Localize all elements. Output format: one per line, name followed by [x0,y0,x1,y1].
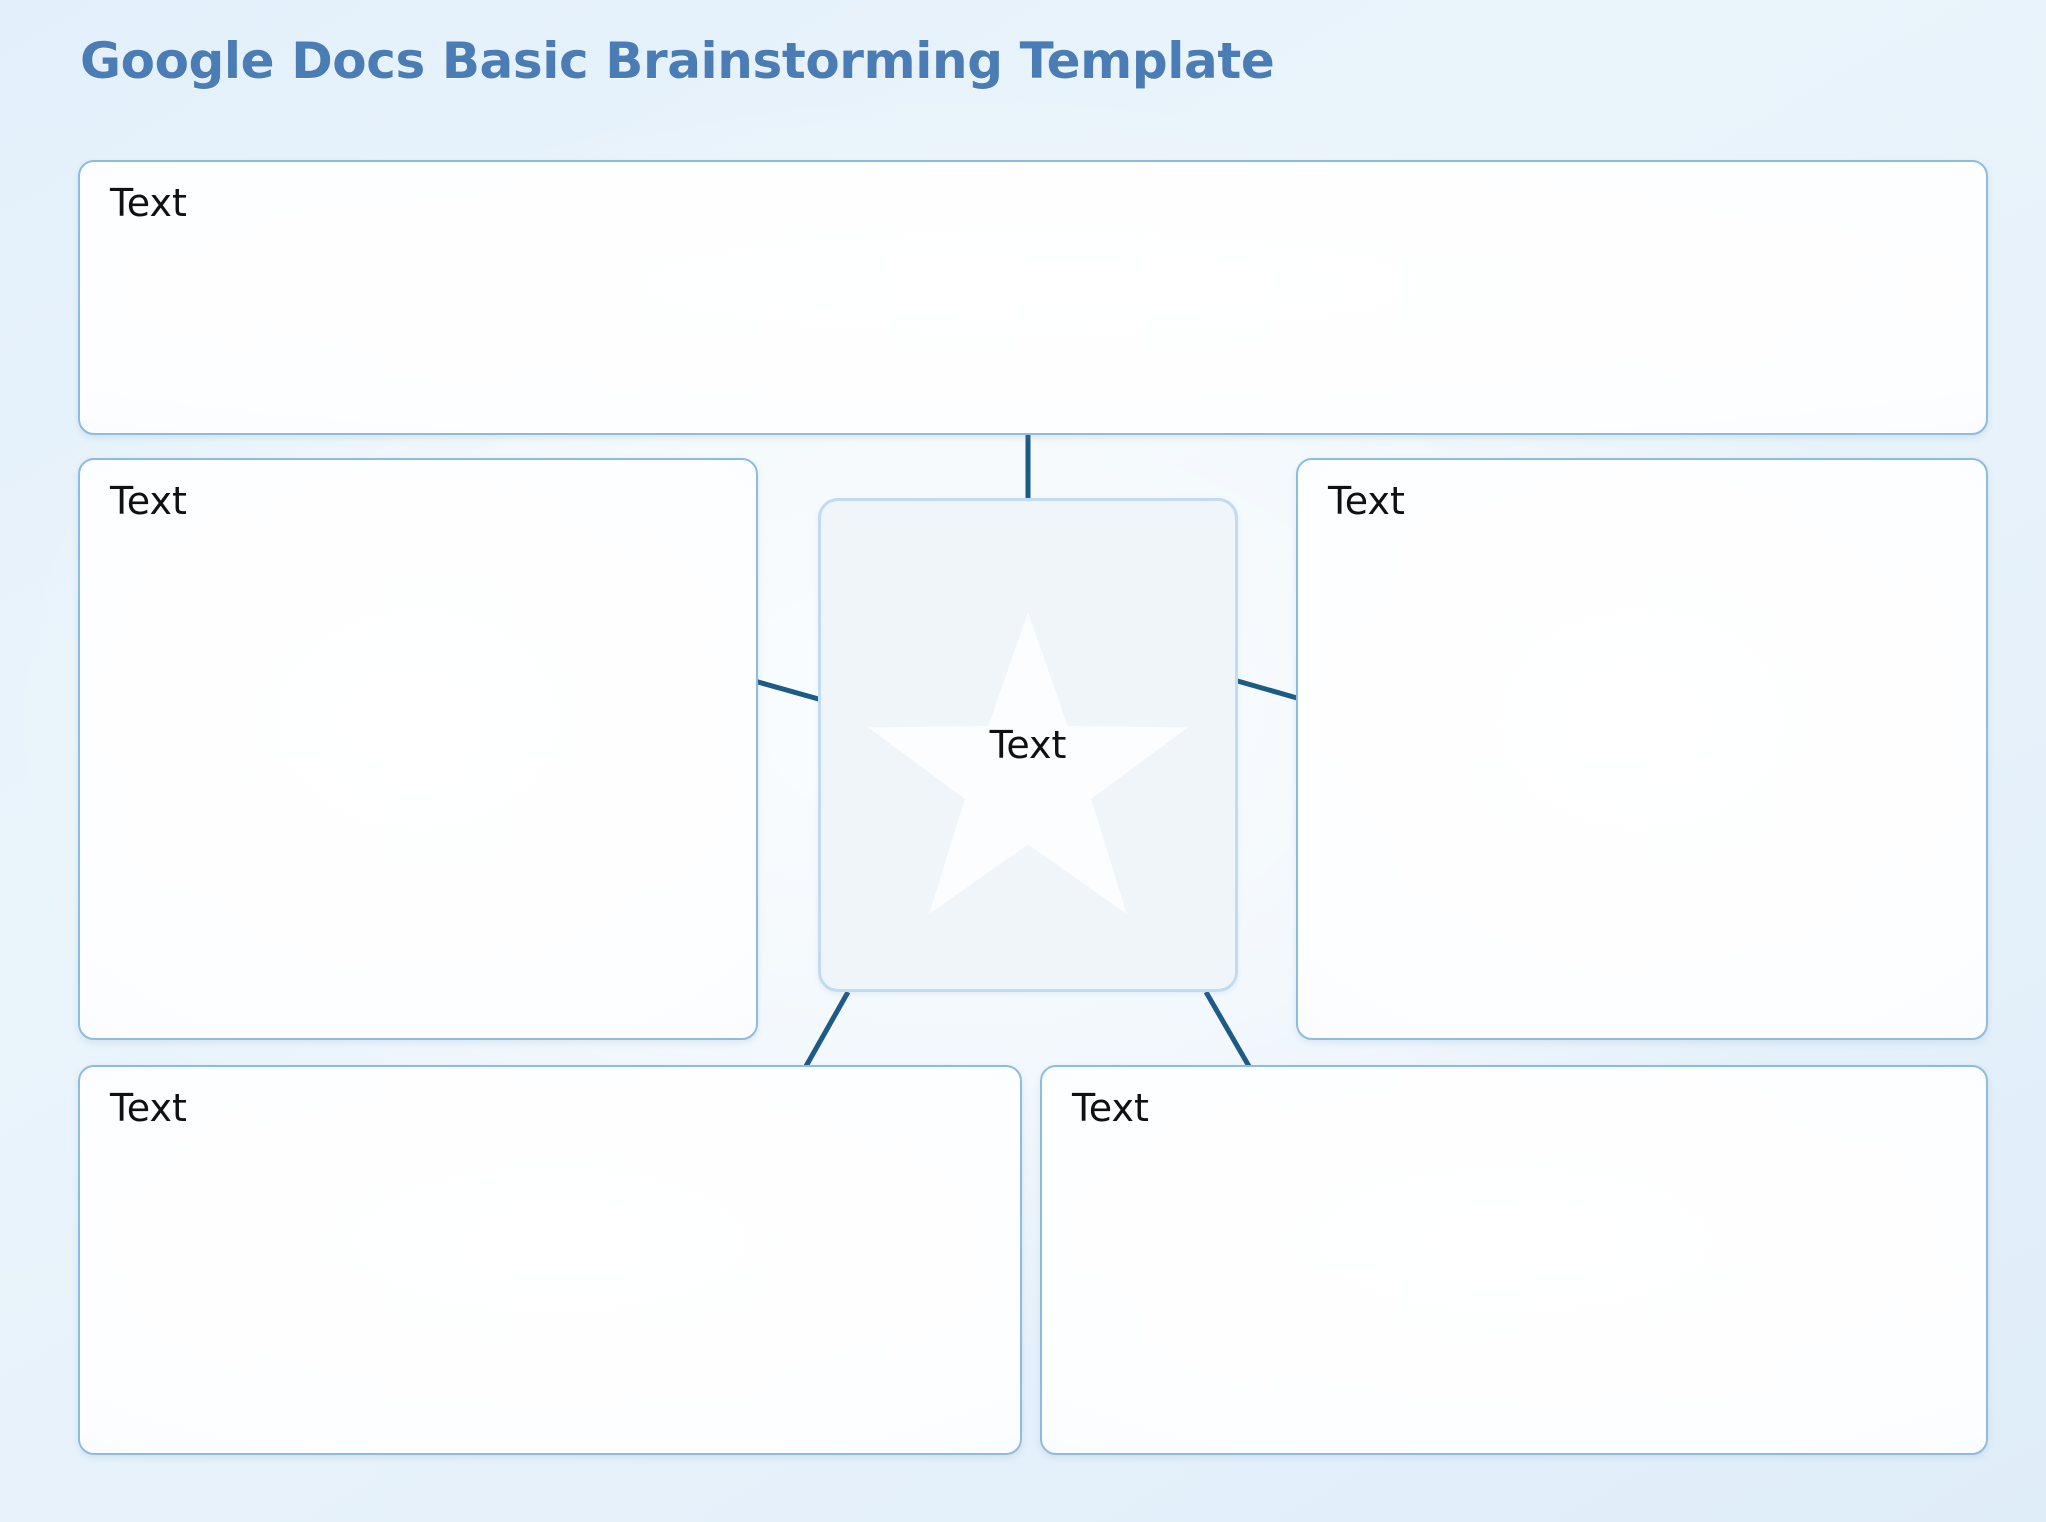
connector-center-to-right [1233,677,1305,703]
idea-box-left-label: Text [110,479,187,523]
idea-box-bottom-left-label: Text [110,1086,187,1130]
idea-box-bottom-right[interactable]: Text [1040,1065,1988,1455]
connector-center-to-bottom-right [1203,990,1253,1070]
page-title: Google Docs Basic Brainstorming Template [80,32,1275,90]
idea-box-bottom-left[interactable]: Text [78,1065,1022,1455]
idea-box-bottom-right-label: Text [1072,1086,1149,1130]
idea-box-center[interactable]: Text [818,498,1238,992]
idea-box-left[interactable]: Text [78,458,758,1040]
connector-center-to-left [750,677,823,703]
idea-box-top-label: Text [110,181,187,225]
idea-box-top[interactable]: Text [78,160,1988,435]
idea-box-center-label: Text [989,723,1067,767]
idea-box-right-label: Text [1328,479,1405,523]
idea-box-right[interactable]: Text [1296,458,1988,1040]
connector-center-to-bottom-left [802,990,851,1070]
